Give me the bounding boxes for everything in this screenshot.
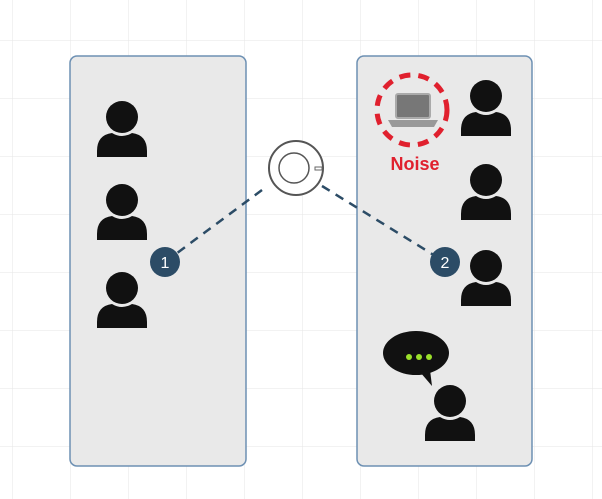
- svg-text:1: 1: [161, 255, 170, 272]
- router-icon: [268, 140, 324, 196]
- noise-dashed-circle: [374, 72, 450, 148]
- speech-bubble-icon: [383, 331, 449, 386]
- connection-line-2: [321, 184, 446, 264]
- laptop-icon: [388, 93, 438, 127]
- noise-label: Noise: [390, 154, 439, 174]
- svg-text:2: 2: [441, 255, 450, 272]
- badge-2: 2: [430, 247, 460, 277]
- badge-1: 1: [150, 247, 180, 277]
- connection-line-1: [164, 188, 263, 264]
